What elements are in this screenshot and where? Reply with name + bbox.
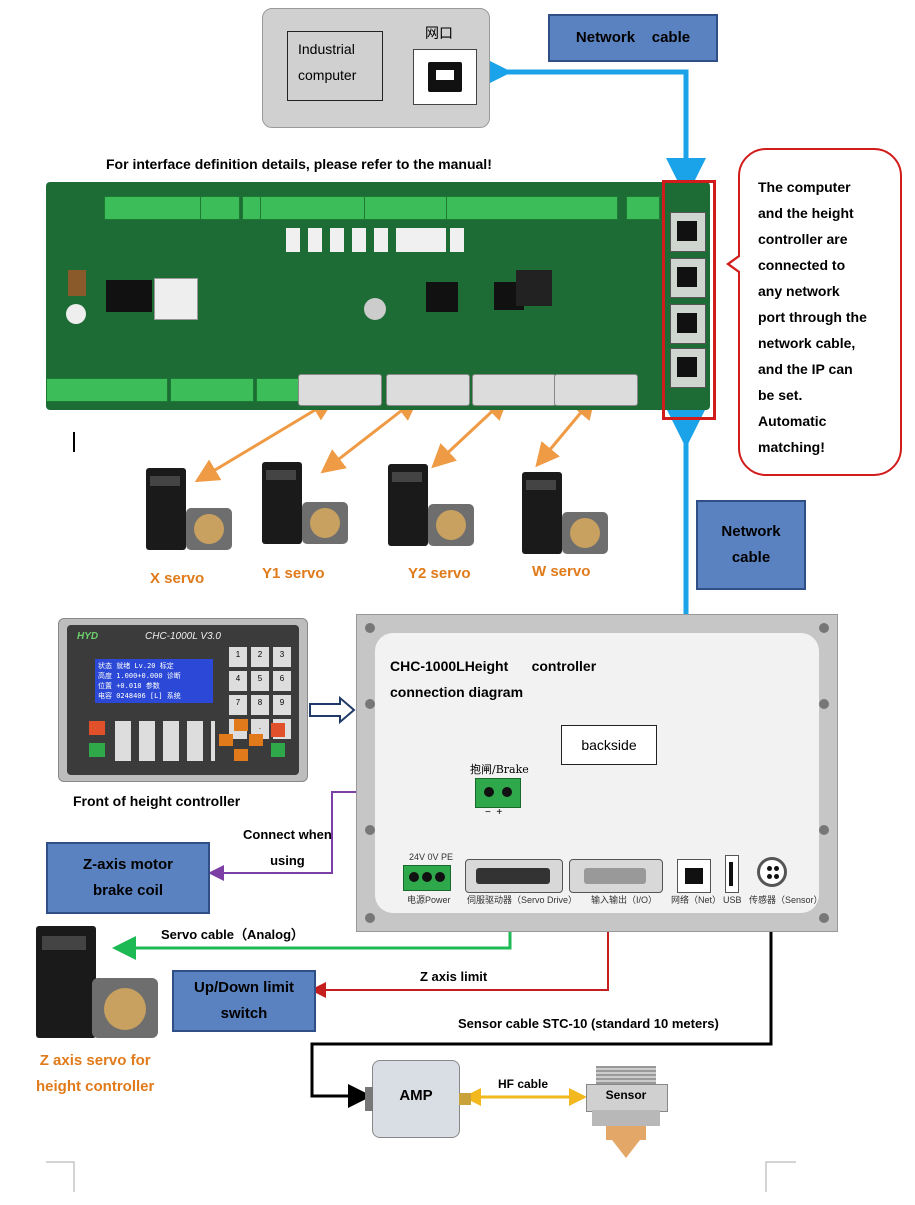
net-label: 网络（Net） bbox=[671, 895, 722, 905]
sensor-head: Sensor bbox=[586, 1066, 668, 1162]
rj45-port-1 bbox=[670, 212, 706, 252]
y2-servo bbox=[388, 464, 474, 550]
key-5[interactable]: 5 bbox=[251, 671, 269, 691]
db15-connector-y1 bbox=[386, 374, 470, 406]
arrow-keys[interactable] bbox=[219, 719, 265, 763]
amp-label: AMP bbox=[399, 1087, 433, 1104]
rj45-port-3 bbox=[670, 304, 706, 344]
backside-panel: CHC-1000LHeight controller connection di… bbox=[356, 614, 838, 932]
network-cable-top-line bbox=[472, 52, 706, 198]
function-keys[interactable] bbox=[115, 721, 215, 761]
numeric-keypad[interactable]: 1 2 3 4 5 6 7 8 9 0 . ← bbox=[229, 647, 293, 739]
power-label: 电源Power bbox=[407, 895, 451, 905]
connect-when-label: Connect when using bbox=[243, 827, 332, 868]
key-1[interactable]: 1 bbox=[229, 647, 247, 667]
z-limit-label: Z axis limit bbox=[420, 969, 488, 984]
usb-label: USB bbox=[723, 895, 742, 905]
w-servo bbox=[522, 472, 608, 558]
y2-servo-link bbox=[431, 395, 509, 469]
sensor-cable-line bbox=[310, 876, 783, 1108]
w-servo-link bbox=[535, 394, 596, 468]
stop-key[interactable] bbox=[271, 743, 285, 757]
interface-note: For interface definition details, please… bbox=[106, 156, 492, 172]
key-3[interactable]: 3 bbox=[273, 647, 291, 667]
usb-port bbox=[725, 855, 739, 893]
ethernet-port-icon bbox=[413, 49, 477, 105]
key-9[interactable]: 9 bbox=[273, 695, 291, 715]
x-servo bbox=[146, 468, 232, 554]
port-label: 网口 bbox=[425, 25, 453, 41]
y1-servo-label: Y1 servo bbox=[262, 565, 325, 582]
y1-servo-link bbox=[320, 396, 420, 474]
sensor-cable-label: Sensor cable STC-10 (standard 10 meters) bbox=[458, 1016, 719, 1031]
green-key[interactable] bbox=[89, 743, 105, 757]
front-label: Front of height controller bbox=[73, 793, 241, 809]
callout-text: The computer and the height controller a… bbox=[758, 179, 867, 455]
io-label: 输入输出（I/O） bbox=[591, 895, 658, 905]
key-4[interactable]: 4 bbox=[229, 671, 247, 691]
db15-connector-x bbox=[298, 374, 382, 406]
key-8[interactable]: 8 bbox=[251, 695, 269, 715]
net-port bbox=[677, 859, 711, 893]
key-7[interactable]: 7 bbox=[229, 695, 247, 715]
brake-label: 抱闸/Brake bbox=[470, 763, 529, 776]
servo-cable-label: Servo cable（Analog） bbox=[161, 927, 305, 942]
industrial-computer: Industrial computer 网口 bbox=[262, 8, 490, 128]
io-port bbox=[569, 859, 663, 893]
network-callout: The computer and the height controller a… bbox=[726, 148, 902, 476]
network-cable-mid-label: Network cable bbox=[696, 500, 806, 590]
servo-drive-label: 伺服驱动器（Servo Drive） bbox=[467, 895, 578, 905]
y1-servo bbox=[262, 462, 348, 548]
sensor-port-label: 传感器（Sensor） bbox=[749, 895, 823, 905]
front-panel: HYD CHC-1000L V3.0 状态 就绪 Lv.20 标定 高度 1.0… bbox=[58, 618, 308, 782]
x-servo-label: X servo bbox=[150, 570, 205, 587]
sensor-port bbox=[757, 857, 787, 887]
brand-logo: HYD bbox=[77, 631, 99, 642]
backside-title-2: connection diagram bbox=[390, 684, 524, 700]
key-2[interactable]: 2 bbox=[251, 647, 269, 667]
hf-cable-label: HF cable bbox=[498, 1077, 549, 1091]
backside-badge: backside bbox=[561, 725, 657, 765]
key-6[interactable]: 6 bbox=[273, 671, 291, 691]
sensor-label: Sensor bbox=[605, 1088, 647, 1102]
y2-servo-label: Y2 servo bbox=[408, 565, 471, 582]
industrial-computer-label: Industrial computer bbox=[287, 31, 383, 101]
brake-polarity: − + bbox=[485, 807, 503, 818]
motion-controller-board bbox=[46, 182, 710, 410]
db15-connector-y2 bbox=[472, 374, 556, 406]
front-to-back-arrow bbox=[309, 695, 356, 725]
amp-box: AMP bbox=[365, 1060, 471, 1138]
w-servo-label: W servo bbox=[532, 563, 591, 580]
rj45-port-4 bbox=[670, 348, 706, 388]
start-key[interactable] bbox=[271, 723, 285, 737]
network-ports-highlight bbox=[662, 180, 716, 420]
red-key[interactable] bbox=[89, 721, 105, 735]
z-servo bbox=[36, 922, 160, 1046]
z-servo-label: Z axis servo for height controller bbox=[36, 1052, 155, 1095]
lcd-screen: 状态 就绪 Lv.20 标定 高度 1.000+0.000 诊断 位置 +0.0… bbox=[95, 659, 213, 703]
backside-title-1: CHC-1000LHeight controller bbox=[390, 658, 597, 674]
x-servo-link bbox=[194, 397, 336, 483]
network-cable-top-label: Network cable bbox=[548, 14, 718, 62]
text-cursor bbox=[73, 432, 75, 452]
power-top-label: 24V 0V PE bbox=[409, 852, 454, 862]
rj45-port-2 bbox=[670, 258, 706, 298]
brake-connector bbox=[475, 778, 521, 808]
z-brake-box: Z-axis motor brake coil bbox=[46, 842, 210, 914]
power-connector bbox=[403, 865, 451, 891]
servo-drive-port bbox=[465, 859, 563, 893]
db15-connector-w bbox=[554, 374, 638, 406]
front-model: CHC-1000L V3.0 bbox=[145, 631, 221, 642]
up-down-limit-box: Up/Down limit switch bbox=[172, 970, 316, 1032]
